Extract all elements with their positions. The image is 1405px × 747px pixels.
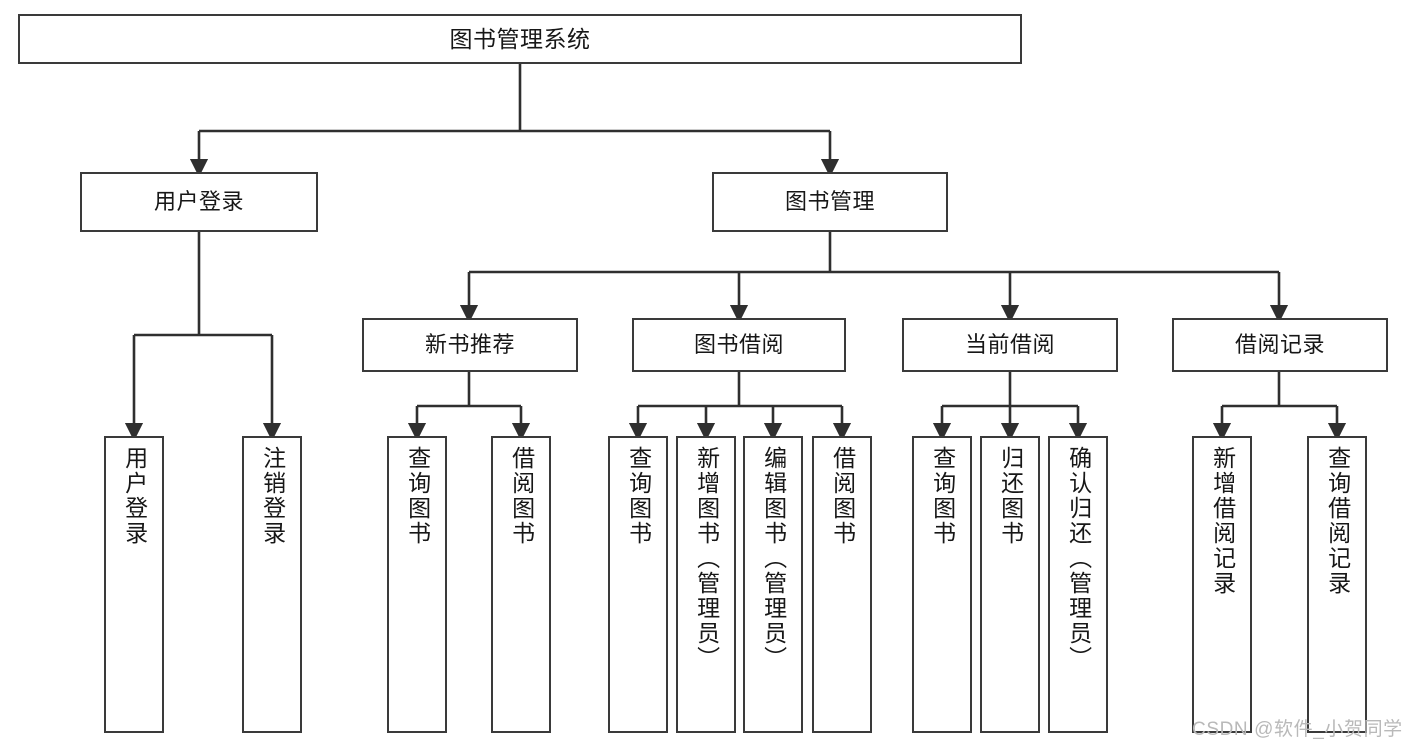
leaf-borrow-record-1[interactable]: 新增借阅记录 (1192, 436, 1252, 733)
node-book-borrow-label: 图书借阅 (693, 331, 784, 357)
node-book-manage[interactable]: 图书管理 (712, 172, 948, 232)
leaf-current-borrow-3-label: 确认归还（管理员） (1065, 446, 1092, 671)
leaf-borrow-record-2-label: 查询借阅记录 (1324, 446, 1351, 596)
leaf-new-book-rec-2-label: 借阅图书 (508, 446, 535, 546)
leaf-book-borrow-3[interactable]: 编辑图书（管理员） (743, 436, 803, 733)
leaf-current-borrow-1-label: 查询图书 (929, 446, 956, 546)
leaf-user-login-2[interactable]: 注销登录 (242, 436, 302, 733)
leaf-book-borrow-3-label: 编辑图书（管理员） (760, 446, 787, 671)
leaf-current-borrow-1[interactable]: 查询图书 (912, 436, 972, 733)
node-book-manage-label: 图书管理 (784, 188, 875, 214)
leaf-new-book-rec-2[interactable]: 借阅图书 (491, 436, 551, 733)
node-root-label: 图书管理系统 (449, 25, 591, 52)
node-user-login-label: 用户登录 (153, 188, 244, 214)
leaf-book-borrow-1-label: 查询图书 (625, 446, 652, 546)
node-current-borrow[interactable]: 当前借阅 (902, 318, 1118, 372)
leaf-new-book-rec-1[interactable]: 查询图书 (387, 436, 447, 733)
node-user-login[interactable]: 用户登录 (80, 172, 318, 232)
leaf-user-login-2-label: 注销登录 (259, 446, 286, 546)
node-borrow-record[interactable]: 借阅记录 (1172, 318, 1388, 372)
leaf-user-login-1-label: 用户登录 (121, 446, 148, 546)
leaf-current-borrow-3[interactable]: 确认归还（管理员） (1048, 436, 1108, 733)
leaf-current-borrow-2[interactable]: 归还图书 (980, 436, 1040, 733)
leaf-borrow-record-1-label: 新增借阅记录 (1209, 446, 1236, 596)
leaf-borrow-record-2[interactable]: 查询借阅记录 (1307, 436, 1367, 733)
node-borrow-record-label: 借阅记录 (1234, 331, 1325, 357)
node-book-borrow[interactable]: 图书借阅 (632, 318, 846, 372)
leaf-book-borrow-4-label: 借阅图书 (829, 446, 856, 546)
node-root[interactable]: 图书管理系统 (18, 14, 1022, 64)
node-new-book-rec-label: 新书推荐 (424, 331, 515, 357)
leaf-current-borrow-2-label: 归还图书 (997, 446, 1024, 546)
leaf-book-borrow-4[interactable]: 借阅图书 (812, 436, 872, 733)
node-new-book-rec[interactable]: 新书推荐 (362, 318, 578, 372)
csdn-watermark: CSDN @软件_小贺同学 (1192, 719, 1403, 740)
leaf-book-borrow-2[interactable]: 新增图书（管理员） (676, 436, 736, 733)
node-current-borrow-label: 当前借阅 (964, 331, 1055, 357)
leaf-new-book-rec-1-label: 查询图书 (404, 446, 431, 546)
leaf-user-login-1[interactable]: 用户登录 (104, 436, 164, 733)
leaf-book-borrow-2-label: 新增图书（管理员） (693, 446, 720, 671)
leaf-book-borrow-1[interactable]: 查询图书 (608, 436, 668, 733)
